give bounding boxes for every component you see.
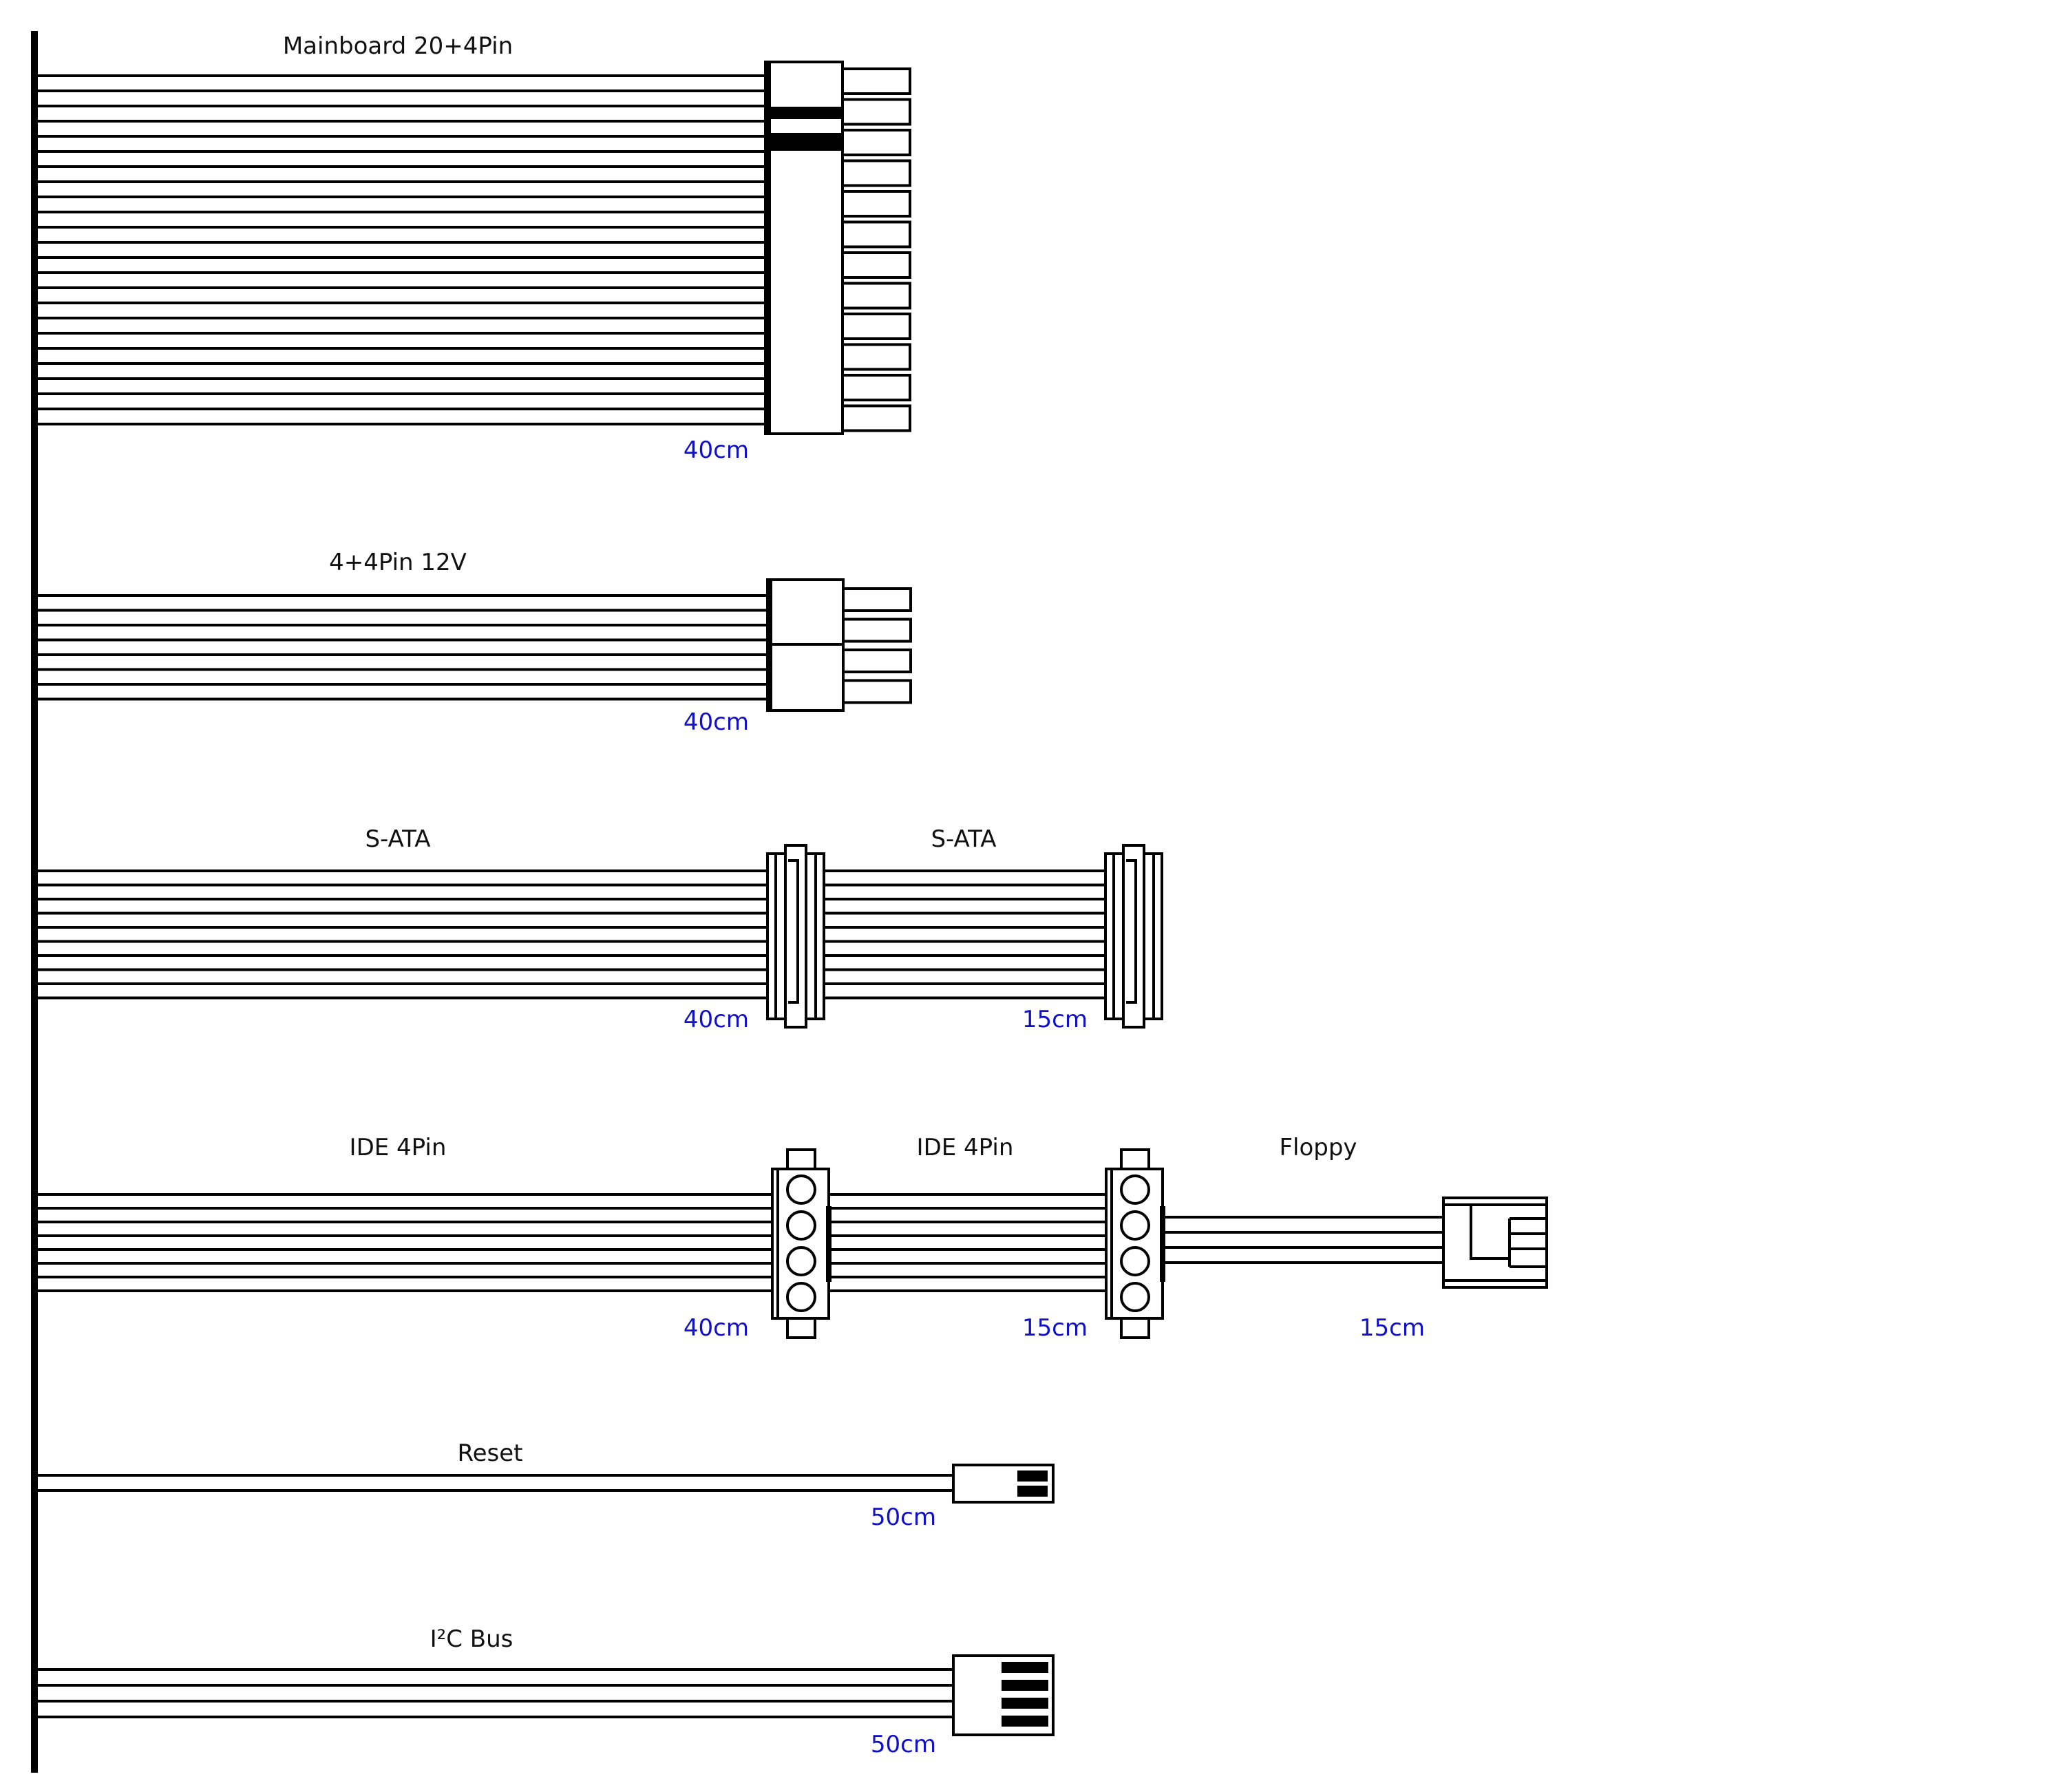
connector-pin	[841, 159, 911, 187]
atx-24pin-connector	[764, 61, 911, 435]
sata-connector-1	[766, 844, 825, 1029]
cable-label: IDE 4Pin	[917, 1134, 1014, 1161]
cable-sata: S-ATA 40cm S-ATA 15cm	[38, 825, 1163, 1033]
connector-pin	[841, 374, 911, 401]
connector-pin	[841, 220, 911, 249]
molex-connector-2	[1105, 1148, 1165, 1339]
cable-label: S-ATA	[931, 825, 996, 853]
cable-length: 40cm	[684, 1314, 749, 1342]
connector-pin	[841, 313, 911, 340]
cable-length: 15cm	[1359, 1314, 1425, 1342]
cable-label: 4+4Pin 12V	[329, 549, 467, 576]
connector-pin	[841, 251, 911, 279]
cable-length: 50cm	[871, 1504, 936, 1531]
connector-pin	[841, 129, 911, 156]
cable-label: I²C Bus	[430, 1625, 513, 1653]
cable-label: IDE 4Pin	[350, 1134, 447, 1161]
connector-pin	[841, 404, 911, 432]
cable-label: Reset	[458, 1440, 523, 1467]
eps-8pin-connector	[766, 578, 912, 712]
molex-connector-1	[771, 1148, 832, 1339]
cable-reset: Reset 50cm	[38, 1440, 1055, 1531]
connector-pin	[842, 587, 912, 612]
cable-length: 40cm	[684, 436, 749, 464]
connector-pin	[841, 190, 911, 218]
cable-length: 15cm	[1022, 1006, 1088, 1033]
cable-label: S-ATA	[365, 825, 430, 853]
wire-bundle	[829, 1193, 1106, 1292]
wire-bundle	[38, 74, 765, 425]
connector-pin	[842, 679, 912, 704]
wire-bundle	[38, 869, 767, 1000]
connector-pin	[842, 649, 912, 673]
cable-length: 50cm	[871, 1731, 936, 1758]
cable-label: Mainboard 20+4Pin	[283, 32, 513, 60]
wire-bundle	[824, 869, 1105, 1000]
connector-pin	[841, 67, 911, 95]
cable-cpu-12v: 4+4Pin 12V 40cm	[38, 549, 912, 736]
sata-connector-2	[1104, 844, 1163, 1029]
wire-bundle	[1165, 1216, 1443, 1264]
2pin-header-connector	[952, 1464, 1055, 1504]
wire-bundle	[38, 1668, 953, 1718]
connector-pin	[842, 618, 912, 643]
wire-bundle	[38, 594, 767, 701]
cable-length: 15cm	[1022, 1314, 1088, 1342]
connector-pin	[841, 343, 911, 371]
cable-ide: IDE 4Pin 40cm IDE 4Pin 15cm Floppy 15cm	[38, 1134, 1548, 1342]
wire-bundle	[38, 1474, 953, 1492]
cable-i2c: I²C Bus 50cm	[38, 1625, 1055, 1758]
cable-length: 40cm	[684, 1006, 749, 1033]
connector-pin	[841, 98, 911, 126]
cable-mainboard: Mainboard 20+4Pin 40cm	[38, 32, 911, 464]
connector-pin	[841, 282, 911, 310]
4pin-header-connector	[952, 1654, 1055, 1736]
floppy-connector	[1442, 1197, 1548, 1289]
psu-trunk-bar	[31, 31, 38, 1773]
wire-bundle	[38, 1193, 772, 1292]
cable-length: 40cm	[684, 708, 749, 736]
cable-label: Floppy	[1279, 1134, 1357, 1161]
